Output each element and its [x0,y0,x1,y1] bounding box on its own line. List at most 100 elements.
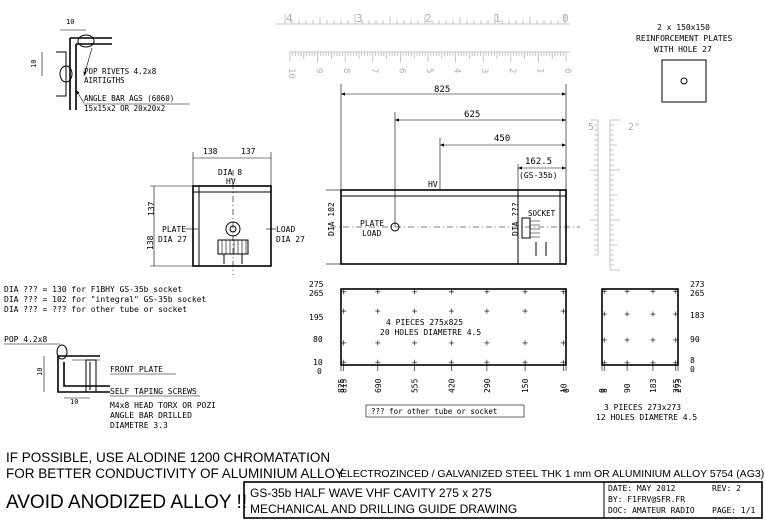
screw-detail: POP 4.2x8 10 10 FRONT PLATE SELF TAPING … [4,335,216,430]
rev-field: REV: 2 [712,484,741,493]
screw-spec-2: ANGLE BAR DRILLED [110,411,192,420]
drill-hole-mark [484,340,490,346]
ruler-cm-label: 3 [479,68,489,73]
x-dim-label: 815 [340,378,349,393]
dia-note-3: DIA ??? = ??? for other tube or socket [4,305,187,314]
dim-10-b: 10 [70,398,78,406]
x-dim-label: 0 [562,388,571,393]
ruler-cm-label: 10 [286,68,296,79]
dim-137-top: 137 [241,147,256,156]
x-dim-label: 8 [600,388,609,393]
x-dim-label: 10 [559,383,568,393]
x-dim-label: 150 [521,378,530,393]
ruler-vertical-right: 2" 5 [588,119,640,271]
drill-hole-mark [673,311,679,317]
ruler-label-1: 1 [494,12,501,25]
drill-hole-mark [560,289,566,295]
load-dia-label: DIA 27 [276,235,305,244]
pop-rivets-label-2: AIRTIGTHS [84,76,125,85]
drill-hole-mark [601,311,607,317]
dim-10-top: 10 [66,18,74,26]
drill-hole-mark [375,340,381,346]
dim-10-side: 10 [30,60,38,68]
p1-y-0: 0 [317,367,322,376]
dim-625: 625 [464,110,480,120]
pop-label: POP 4.2x8 [4,335,48,344]
ruler-cm-label: 2 [507,68,517,73]
p2-desc-1: 3 PIECES 273x273 [604,403,681,412]
x-dim-label: 273 [674,378,683,393]
p1-socket-note: ??? for other tube or socket [371,407,497,416]
drill-hole-mark [412,308,418,314]
drill-hole-mark [412,340,418,346]
drill-hole-mark [448,340,454,346]
drill-hole-mark [601,288,607,294]
drill-hole-mark [484,308,490,314]
p1-y-275: 275 [309,280,324,289]
p2-y-273: 273 [690,280,705,289]
dim-162-5: 162.5 [525,157,552,167]
gs-35b-side: (GS-35b) [519,171,558,180]
cavity-front-view: 138 137 DIA 8 HV 137 138 PLATE DIA 27 LO… [146,147,305,275]
drill-hole-mark [601,337,607,343]
hv-side-label: HV [428,180,438,189]
p1-y-265: 265 [309,289,324,298]
plate-side-label: PLATE [360,219,384,228]
drill-hole-mark [650,311,656,317]
ruler-cm-label: 0 [562,68,572,73]
angle-bar-label: ANGLE BAR AGS (6060) [84,94,174,103]
ruler-label-4: 4 [286,12,293,25]
drill-hole-mark [673,360,679,366]
drill-hole-mark [522,340,528,346]
ruler-cm-label: 5 [424,68,434,73]
drill-hole-mark [375,359,381,365]
bottom-notes: IF POSSIBLE, USE ALODINE 1200 CHROMATATI… [6,450,764,513]
dia-102-label: DIA 102 [327,202,336,236]
author-field: BY: F1FRV@SFR.FR [608,495,685,504]
socket-label: SOCKET [528,209,556,218]
front-plate-label: FRONT PLATE [110,365,163,374]
title-line-1: GS-35b HALF WAVE VHF CAVITY 275 x 275 [250,486,492,500]
load-side-label: LOAD [362,229,381,238]
alodine-note-1: IF POSSIBLE, USE ALODINE 1200 CHROMATATI… [6,450,330,465]
drill-hole-mark [375,289,381,295]
drill-hole-mark [560,308,566,314]
panel1-ydims: 275 265 195 80 10 0 [309,280,324,376]
p2-y-0: 0 [690,365,695,374]
x-dim-label: 690 [374,378,383,393]
material-note: ELECTROZINCED / GALVANIZED STEEL THK 1 m… [340,468,764,480]
dim-138-top: 138 [203,147,218,156]
p1-desc-2: 20 HOLES DIAMETRE 4.5 [380,328,481,337]
drill-hole-mark [412,359,418,365]
dim-825: 825 [434,85,450,95]
title-line-2: MECHANICAL AND DRILLING GUIDE DRAWING [250,502,517,516]
self-tapping-label: SELF TAPING SCREWS [110,387,197,396]
drill-hole-mark [484,289,490,295]
p2-y-8: 8 [690,356,695,365]
p2-y-90: 90 [690,335,700,344]
socket-side [521,217,547,256]
drill-hole-mark [673,337,679,343]
reinf-line1: 2 x 150x150 [657,23,710,32]
drill-hole-mark [341,359,347,365]
dia-8-label: DIA 8 [218,168,242,177]
p1-y-80: 80 [313,335,323,344]
ruler-v-label-b: 5 [588,122,594,133]
load-label: LOAD [276,225,295,234]
x-dim-label: 90 [623,383,632,393]
drill-hole-mark [341,289,347,295]
ruler-label-2: 2 [425,12,432,25]
x-dim-label: 265 [672,378,681,393]
dim-450: 450 [494,134,510,144]
reinf-line2: REINFORCEMENT PLATES [636,34,733,43]
p2-desc-2: 12 HOLES DIAMETRE 4.5 [596,413,697,422]
ruler-cm-label: 9 [314,68,324,73]
x-dim-label: 555 [411,378,420,393]
drill-hole-mark [650,360,656,366]
angle-bar-detail: 10 10 POP RIVETS 4.2x8 AIRTIGTHS ANGLE B… [30,18,190,113]
dim-10-b-side: 10 [36,368,44,376]
